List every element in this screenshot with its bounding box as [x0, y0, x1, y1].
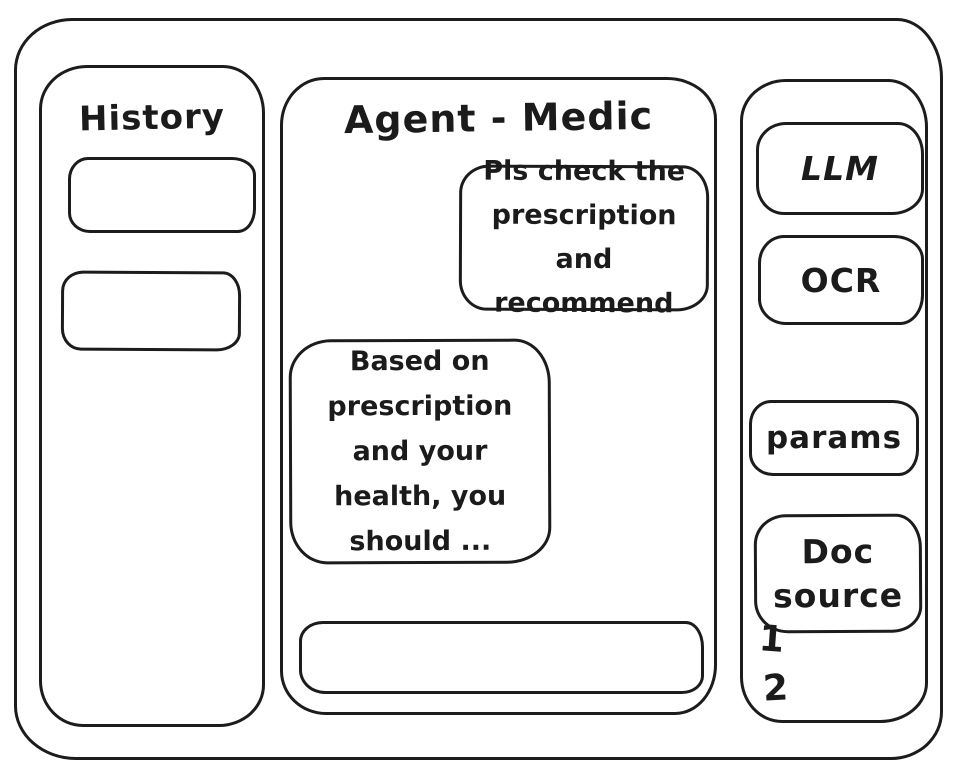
tools-panel: LLM OCR params Doc source 1 2	[740, 79, 928, 723]
doc-source-button[interactable]: Doc source	[753, 513, 923, 634]
history-item-2[interactable]	[60, 270, 242, 352]
chat-title: Agent - Medic	[343, 93, 654, 143]
history-title: History	[78, 96, 226, 140]
chat-panel: Agent - Medic Pls check the prescription…	[280, 77, 717, 715]
assistant-message-bubble: Based on prescription and your health, y…	[288, 338, 552, 565]
annotation-1: 1	[757, 618, 786, 661]
app-frame: History Agent - Medic Pls check the pres…	[14, 18, 943, 760]
history-panel: History	[39, 65, 265, 727]
llm-button[interactable]: LLM	[756, 122, 924, 215]
chat-input[interactable]	[299, 621, 704, 694]
annotation-2: 2	[761, 667, 790, 710]
history-item-1[interactable]	[68, 157, 256, 233]
ocr-button[interactable]: OCR	[758, 235, 924, 325]
params-button[interactable]: params	[749, 400, 919, 476]
user-message-bubble: Pls check the prescription and recommend	[458, 156, 710, 319]
